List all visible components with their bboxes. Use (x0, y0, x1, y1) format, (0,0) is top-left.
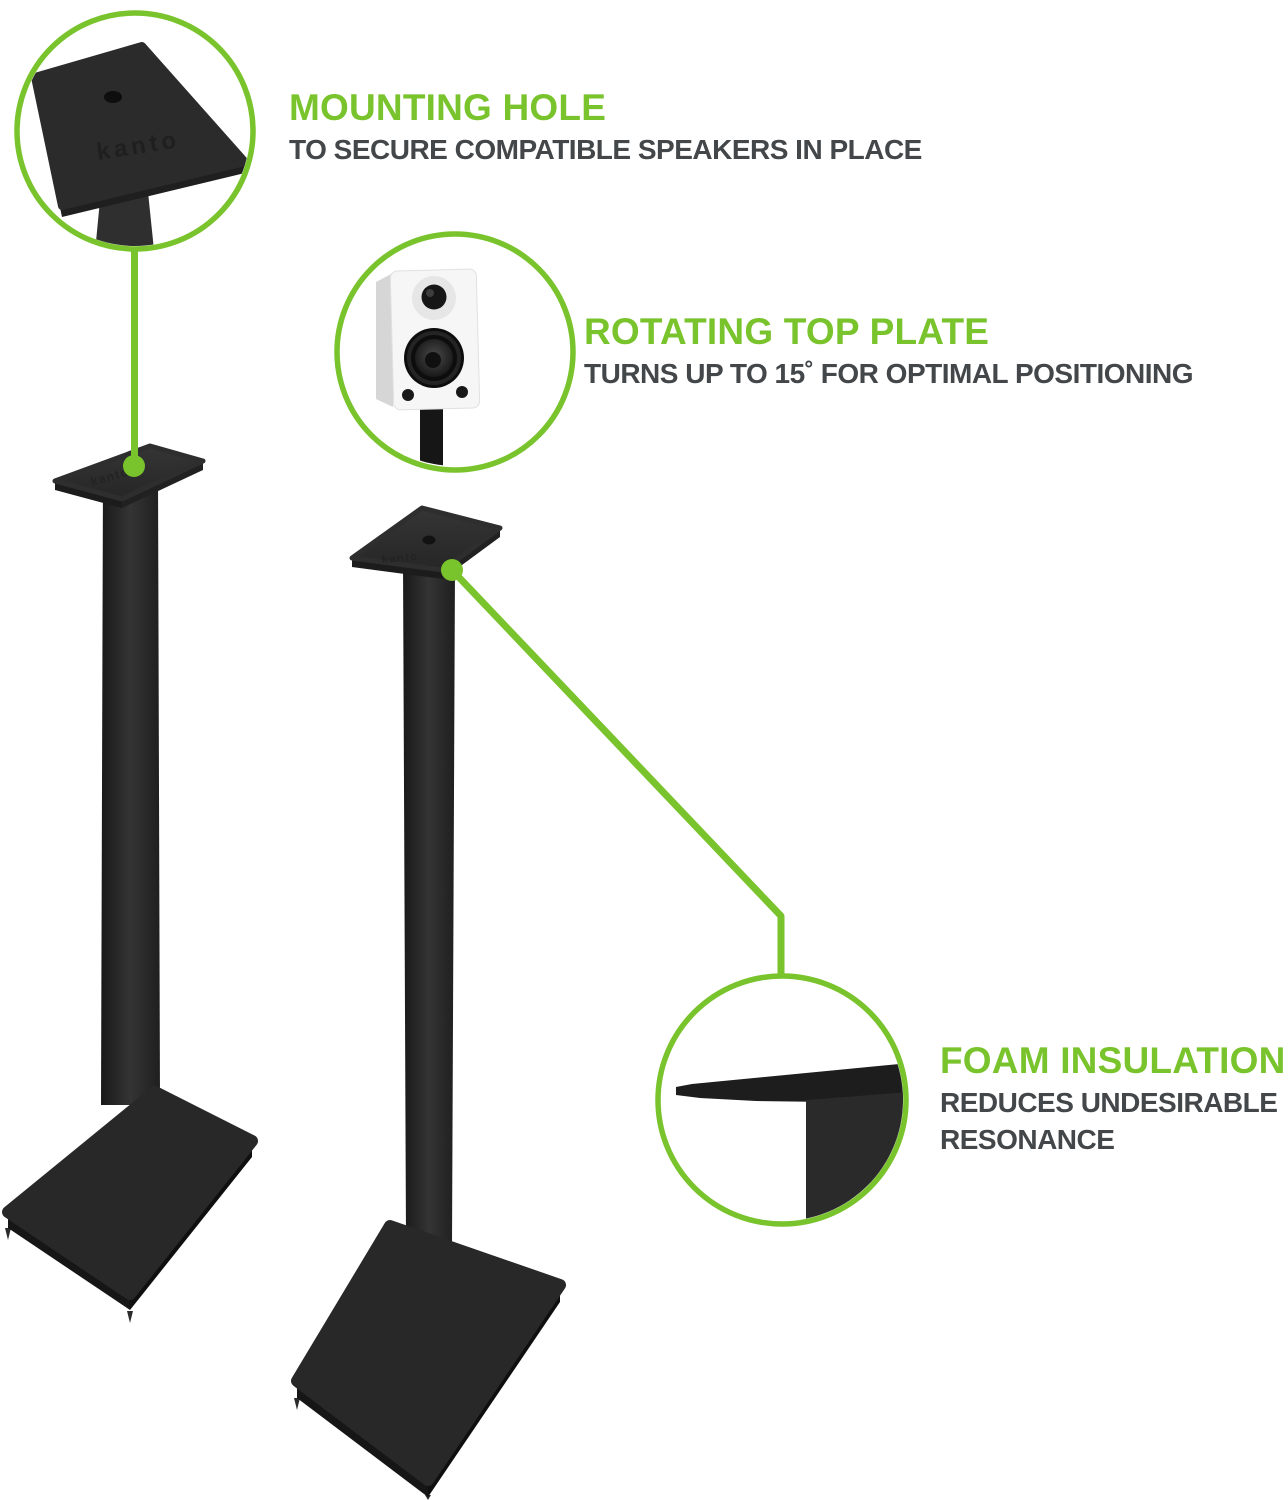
right-stand-top-plate: kanto (349, 505, 503, 579)
left-stand-base (2, 1086, 258, 1323)
speaker-pole (420, 400, 443, 466)
right-stand-base (291, 1220, 566, 1500)
base-spike (294, 1398, 300, 1410)
mounting-hole-callout-graphic: kanto (14, 10, 256, 252)
mounting-hole-indicator-dot (123, 455, 145, 477)
base-spike (127, 1311, 133, 1323)
left-speaker-stand: kanto (2, 443, 258, 1323)
speaker-woofer-surround (407, 331, 461, 385)
plate-post-profile (806, 1092, 903, 1221)
rotating-top-plate-callout-text: ROTATING TOP PLATE TURNS UP TO 15˚ FOR O… (584, 311, 1194, 393)
rotating-plate-callout-graphic (334, 231, 576, 473)
mounting-hole (422, 535, 436, 545)
left-stand-pole (101, 470, 160, 1105)
speaker-tweeter-highlight (426, 289, 434, 297)
plate-detail-top-face (31, 42, 249, 210)
mounting-hole-detail (104, 91, 122, 103)
base-spike (425, 1495, 431, 1500)
right-speaker-stand: kanto (291, 505, 566, 1500)
speaker-port (456, 386, 468, 398)
plate-detail-pole (95, 192, 154, 246)
base-top-face (291, 1220, 566, 1486)
speaker-tweeter (421, 284, 447, 310)
speaker-cabinet-side (376, 273, 393, 407)
base-spike (5, 1228, 11, 1240)
mounting-hole-subtitle: TO SECURE COMPATIBLE SPEAKERS IN PLACE (289, 133, 922, 165)
speaker-port (402, 389, 414, 401)
speaker-woofer-dustcap (425, 352, 441, 368)
foam-insulation-subtitle: REDUCES UNDESIRABLE RESONANCE (940, 1086, 1278, 1155)
mounting-hole-callout-text: MOUNTING HOLE TO SECURE COMPATIBLE SPEAK… (289, 87, 922, 169)
foam-insulation-connector-line (449, 567, 785, 976)
right-stand-pole (403, 560, 455, 1245)
mounting-hole-title: MOUNTING HOLE (289, 87, 607, 128)
foam-insulation-callout-text: FOAM INSULATION REDUCES UNDESIRABLE RESO… (940, 1040, 1288, 1159)
foam-insulation-callout-graphic (655, 973, 909, 1227)
left-stand-top-plate: kanto (52, 443, 206, 508)
base-top-face (2, 1086, 258, 1300)
plate-edge-profile (676, 1063, 903, 1103)
rotating-top-plate-subtitle: TURNS UP TO 15˚ FOR OPTIMAL POSITIONING (584, 357, 1194, 389)
rotating-top-plate-title: ROTATING TOP PLATE (584, 311, 990, 352)
foam-insulation-indicator-dot (441, 559, 463, 581)
foam-insulation-title: FOAM INSULATION (940, 1040, 1286, 1081)
brand-logo-right-plate: kanto (381, 551, 419, 566)
